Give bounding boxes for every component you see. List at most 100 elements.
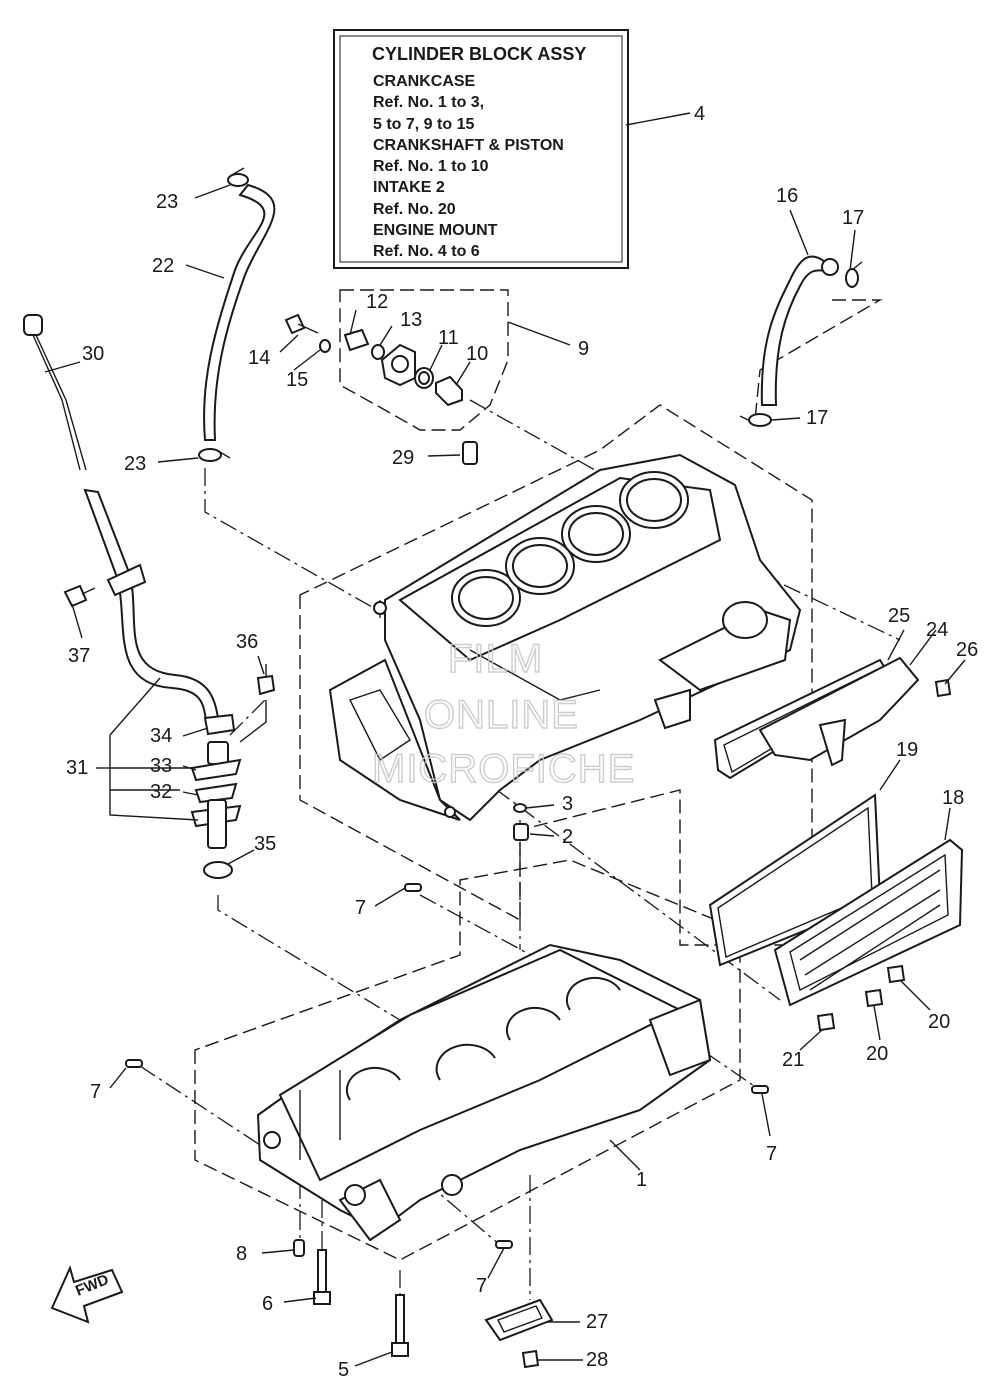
guide-tube-31 — [106, 563, 220, 724]
callout-20a: 20 — [928, 1011, 950, 1033]
gasket-32 — [194, 782, 238, 804]
callout-30: 30 — [82, 343, 104, 365]
callout-20b: 20 — [866, 1043, 888, 1065]
callout-10: 10 — [466, 343, 488, 365]
hose-16 — [760, 255, 839, 406]
dowel-8 — [293, 1239, 305, 1257]
callout-34: 34 — [150, 725, 172, 747]
plate-27 — [484, 1298, 554, 1342]
callout-27: 27 — [586, 1311, 608, 1333]
dowel-7-d — [495, 1240, 513, 1249]
callout-9: 9 — [578, 338, 589, 360]
oring-3 — [513, 803, 527, 813]
dipstick-30 — [23, 314, 132, 582]
infobox-line: CRANKSHAFT & PISTON — [373, 137, 564, 154]
callout-7d: 7 — [476, 1275, 487, 1297]
callout-4: 4 — [694, 103, 705, 125]
dowel-2 — [513, 823, 529, 841]
watermark: FILM ONLINE MICROFICHE — [371, 636, 635, 791]
infobox-line: INTAKE 2 — [373, 179, 445, 196]
callout-23b: 23 — [124, 453, 146, 475]
oring-13 — [371, 344, 385, 360]
bolt-36 — [256, 664, 276, 696]
callout-36: 36 — [236, 631, 258, 653]
bolt-26 — [934, 678, 952, 698]
cylinder-block — [328, 453, 802, 822]
plug-12 — [343, 328, 370, 352]
bolt-20-b — [864, 988, 884, 1008]
callout-14: 14 — [248, 347, 270, 369]
clip-23-top — [227, 167, 249, 187]
callout-1: 1 — [636, 1169, 647, 1191]
bolt-28 — [521, 1349, 540, 1369]
ring-11 — [414, 367, 434, 389]
callout-11: 11 — [438, 327, 459, 349]
callout-18: 18 — [942, 787, 964, 809]
infobox-line: Ref. No. 1 to 10 — [373, 158, 489, 175]
callout-17a: 17 — [842, 207, 864, 229]
callout-12: 12 — [366, 291, 388, 313]
bolt-5 — [391, 1294, 409, 1357]
infobox-title: CYLINDER BLOCK ASSY — [372, 44, 586, 64]
bolt-37 — [63, 584, 96, 608]
assembly-info-box: CYLINDER BLOCK ASSY CRANKCASE Ref. No. 1… — [333, 29, 629, 269]
washer-15 — [319, 339, 331, 353]
dowel-7-c — [751, 1085, 769, 1094]
watermark-line3: MICROFICHE — [372, 747, 635, 791]
callout-6: 6 — [262, 1293, 273, 1315]
callout-23a: 23 — [156, 191, 178, 213]
clamp-34 — [203, 713, 236, 736]
oring-35 — [203, 861, 233, 879]
callout-7c: 7 — [766, 1143, 777, 1165]
dowel-29 — [462, 441, 478, 465]
callout-32: 32 — [150, 781, 172, 803]
bolt-21 — [816, 1012, 836, 1032]
bolt-6 — [313, 1249, 331, 1305]
fwd-arrow-icon: FWD — [50, 1265, 124, 1324]
callout-5: 5 — [338, 1359, 349, 1381]
callout-2: 2 — [562, 826, 573, 848]
infobox-line: Ref. No. 20 — [373, 201, 456, 218]
callout-8: 8 — [236, 1243, 247, 1265]
callout-7a: 7 — [355, 897, 366, 919]
callout-22: 22 — [152, 255, 174, 277]
callout-26: 26 — [956, 639, 978, 661]
callout-17b: 17 — [806, 407, 828, 429]
clip-17-bottom — [739, 413, 772, 427]
crankcase — [256, 943, 712, 1242]
dowel-7-a — [404, 883, 422, 892]
cover-24 — [758, 656, 920, 767]
infobox-line: Ref. No. 1 to 3, — [373, 94, 484, 111]
callout-13: 13 — [400, 309, 422, 331]
infobox-line: ENGINE MOUNT — [373, 222, 498, 239]
callout-19: 19 — [896, 739, 918, 761]
infobox-line: 5 to 7, 9 to 15 — [373, 116, 474, 133]
callout-21: 21 — [782, 1049, 804, 1071]
callout-15: 15 — [286, 369, 308, 391]
housing-9 — [380, 343, 416, 387]
holder-33 — [190, 741, 242, 782]
callout-33: 33 — [150, 755, 172, 777]
callout-28: 28 — [586, 1349, 608, 1371]
clip-23-bottom — [198, 448, 231, 462]
watermark-line1: FILM — [448, 637, 543, 681]
leader-lines — [44, 112, 966, 1367]
part-10 — [435, 375, 463, 407]
callout-37: 37 — [68, 645, 90, 667]
callout-labels: 1 2 3 4 5 6 7 7 7 7 8 9 10 11 12 13 14 1… — [66, 103, 978, 1381]
cover-18 — [773, 838, 964, 1007]
callout-29: 29 — [392, 447, 414, 469]
callout-31: 31 — [66, 757, 88, 779]
infobox-line: CRANKCASE — [373, 73, 476, 90]
clip-17-top — [845, 261, 863, 288]
callout-7b: 7 — [90, 1081, 101, 1103]
watermark-line2: ONLINE — [424, 693, 579, 737]
bolt-14 — [284, 313, 319, 335]
pipe-31-lower — [190, 799, 242, 849]
dowel-7-b — [125, 1059, 143, 1068]
callout-3: 3 — [562, 793, 573, 815]
infobox-line: Ref. No. 4 to 6 — [373, 243, 480, 260]
callout-24: 24 — [926, 619, 948, 641]
hose-22 — [203, 183, 276, 441]
